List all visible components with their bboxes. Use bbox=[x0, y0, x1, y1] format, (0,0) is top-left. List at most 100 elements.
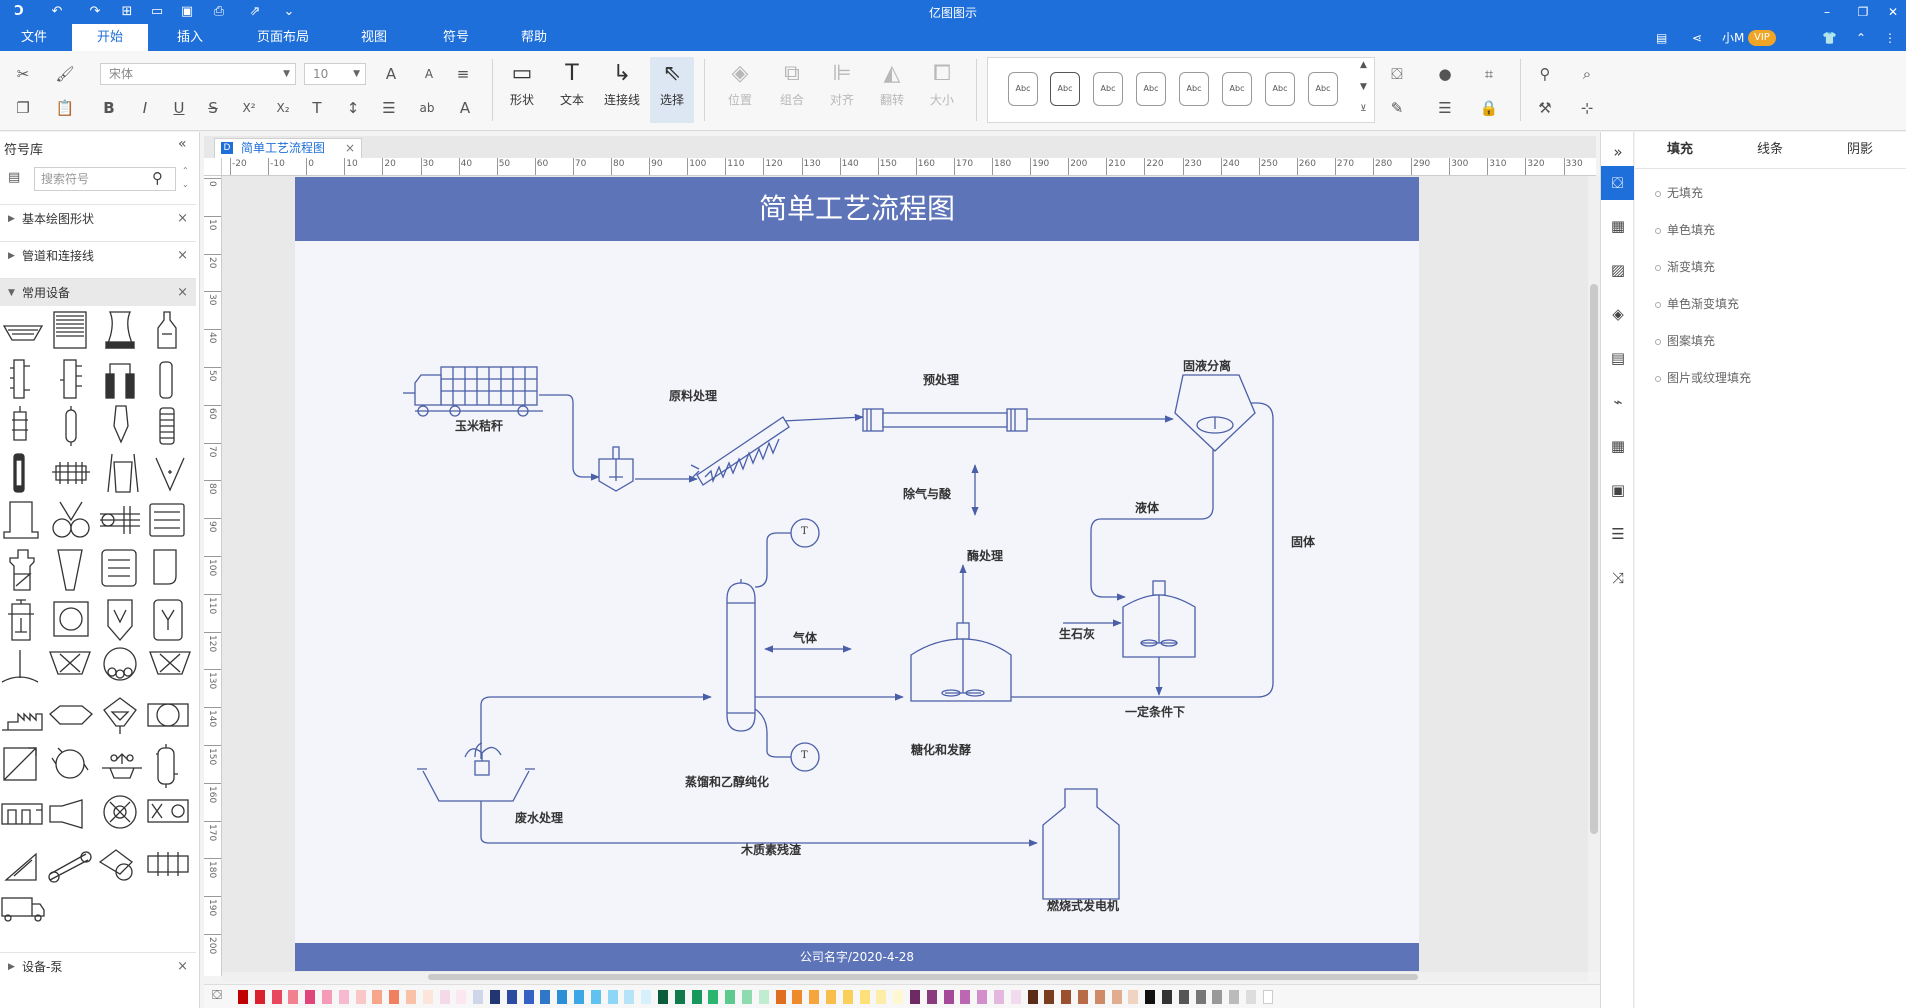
fill-panel-icon[interactable]: ⛋ bbox=[1601, 166, 1634, 200]
style-sample[interactable]: Abc bbox=[1179, 72, 1209, 106]
superscript-icon[interactable]: X² bbox=[242, 101, 256, 115]
undo-icon[interactable]: ↶ bbox=[51, 4, 63, 19]
open-icon[interactable]: ▭ bbox=[150, 4, 164, 19]
share-icon[interactable]: ⋖ bbox=[1692, 31, 1703, 45]
fill-option-solid[interactable]: 单色填充 bbox=[1655, 221, 1715, 238]
color-swatch[interactable] bbox=[1094, 990, 1105, 1004]
color-swatch[interactable] bbox=[355, 990, 366, 1004]
font-color-icon[interactable]: A bbox=[459, 99, 471, 117]
redo-icon[interactable]: ↷ bbox=[89, 4, 101, 19]
layout-icon[interactable]: ⊹ bbox=[1580, 99, 1594, 117]
color-swatch[interactable] bbox=[926, 990, 937, 1004]
label-raw-processing[interactable]: 原料处理 bbox=[669, 389, 718, 403]
color-swatch[interactable] bbox=[288, 990, 299, 1004]
style-sample[interactable]: Abc bbox=[1050, 72, 1080, 106]
fill-option-single-gradient[interactable]: 单色渐变填充 bbox=[1655, 295, 1739, 312]
save-icon[interactable]: ▣ bbox=[180, 4, 194, 19]
color-swatch[interactable] bbox=[624, 990, 635, 1004]
paste-icon[interactable]: 📋 bbox=[55, 99, 75, 117]
shuffle-icon[interactable]: ⤨ bbox=[1611, 569, 1624, 587]
vip-badge[interactable]: VIP bbox=[1748, 30, 1776, 46]
shape-button[interactable]: ▭ 形状 bbox=[500, 57, 544, 123]
library-common-equipment[interactable]: ▼ 常用设备 × bbox=[0, 278, 196, 306]
diagram-page[interactable]: 简单工艺流程图 bbox=[295, 177, 1419, 971]
search-input[interactable]: 搜索符号 bbox=[34, 167, 176, 191]
equipment-shape-grid[interactable] bbox=[0, 310, 196, 930]
connector-button[interactable]: ↳ 连接线 bbox=[600, 57, 644, 123]
table-icon[interactable]: ▦ bbox=[1610, 437, 1626, 455]
grow-font-icon[interactable]: A bbox=[385, 65, 397, 83]
user-name[interactable]: 小M bbox=[1722, 31, 1745, 45]
scroll-thumb[interactable] bbox=[1590, 284, 1598, 834]
page-icon[interactable]: ▤ bbox=[1610, 349, 1626, 367]
label-gas[interactable]: 气体 bbox=[793, 631, 818, 645]
color-swatch[interactable] bbox=[742, 990, 752, 1004]
cut-icon[interactable]: ✂ bbox=[16, 65, 30, 83]
color-swatch[interactable] bbox=[490, 990, 500, 1004]
shadow-icon[interactable]: ● bbox=[1438, 65, 1452, 83]
label-condition[interactable]: 一定条件下 bbox=[1125, 705, 1186, 719]
style-sample[interactable]: Abc bbox=[1308, 72, 1338, 106]
color-swatch[interactable] bbox=[1195, 990, 1206, 1004]
new-icon[interactable]: ⊞ bbox=[121, 4, 133, 19]
color-swatch[interactable] bbox=[607, 990, 618, 1004]
fill-option-pattern[interactable]: 图案填充 bbox=[1655, 332, 1715, 349]
label-degas-acid[interactable]: 除气与酸 bbox=[903, 487, 952, 501]
document-tab[interactable]: D 简单工艺流程图 × bbox=[214, 138, 362, 158]
scroll-thumb[interactable] bbox=[428, 974, 1418, 980]
diagram-title[interactable]: 简单工艺流程图 bbox=[295, 177, 1419, 241]
fill-bucket-icon[interactable]: ⛋ bbox=[1391, 65, 1403, 83]
color-swatch[interactable] bbox=[590, 990, 601, 1004]
close-library-icon[interactable]: × bbox=[177, 959, 188, 974]
close-icon[interactable]: ✕ bbox=[1887, 5, 1899, 19]
font-name-select[interactable]: 宋体▼ bbox=[100, 63, 296, 85]
subscript-icon[interactable]: X₂ bbox=[276, 101, 290, 115]
color-swatch[interactable] bbox=[842, 990, 853, 1004]
color-swatch[interactable] bbox=[456, 990, 467, 1004]
size-button[interactable]: ⧠ 大小 bbox=[920, 57, 964, 123]
color-swatch[interactable] bbox=[1162, 990, 1172, 1004]
data-icon[interactable]: ▣ bbox=[1610, 481, 1626, 499]
color-swatch[interactable] bbox=[372, 990, 383, 1004]
collapse-ribbon-icon[interactable]: ⌃ bbox=[1856, 31, 1867, 45]
close-library-icon[interactable]: × bbox=[177, 285, 188, 300]
color-swatch[interactable] bbox=[826, 990, 836, 1004]
scroll-down-icon[interactable]: ⌄ bbox=[182, 180, 189, 189]
color-swatch[interactable] bbox=[1010, 990, 1021, 1004]
library-pipes[interactable]: ▶ 管道和连接线 × bbox=[0, 241, 196, 269]
label-generator[interactable]: 燃烧式发电机 bbox=[1047, 899, 1120, 913]
color-swatch[interactable] bbox=[523, 990, 534, 1004]
color-swatch[interactable] bbox=[238, 990, 248, 1004]
horizontal-scrollbar[interactable] bbox=[222, 972, 1588, 982]
color-swatch[interactable] bbox=[977, 990, 988, 1004]
color-swatch[interactable] bbox=[1246, 990, 1256, 1004]
gallery-expand-icon[interactable]: ⊻ bbox=[1360, 104, 1367, 114]
color-swatch[interactable] bbox=[1027, 990, 1038, 1004]
vertical-scrollbar[interactable] bbox=[1588, 176, 1600, 972]
restore-icon[interactable]: ❐ bbox=[1857, 5, 1869, 19]
label-liquid[interactable]: 液体 bbox=[1135, 501, 1160, 515]
menu-symbol[interactable]: 符号 bbox=[442, 30, 469, 45]
gallery-down-icon[interactable]: ▼ bbox=[1360, 82, 1367, 92]
tab-line[interactable]: 线条 bbox=[1756, 142, 1783, 157]
gallery-up-icon[interactable]: ▲ bbox=[1360, 60, 1367, 70]
bullet-list-icon[interactable]: ☰ bbox=[382, 99, 396, 117]
color-swatch[interactable] bbox=[674, 990, 685, 1004]
color-swatch[interactable] bbox=[893, 990, 904, 1004]
italic-icon[interactable]: I bbox=[142, 99, 148, 117]
shrink-font-icon[interactable]: A bbox=[424, 67, 434, 81]
color-swatch[interactable] bbox=[338, 990, 349, 1004]
label-separation[interactable]: 固液分离 bbox=[1183, 359, 1232, 373]
fill-option-none[interactable]: 无填充 bbox=[1655, 184, 1703, 201]
flow-diagram[interactable] bbox=[295, 177, 1419, 971]
color-swatch[interactable] bbox=[574, 990, 584, 1004]
label-distillation[interactable]: 蒸馏和乙醇纯化 bbox=[685, 775, 770, 789]
color-swatch[interactable] bbox=[641, 990, 652, 1004]
bold-icon[interactable]: B bbox=[103, 99, 115, 117]
tools-icon[interactable]: ⚒ bbox=[1538, 99, 1552, 117]
color-swatch[interactable] bbox=[876, 990, 887, 1004]
image-icon[interactable]: ▨ bbox=[1610, 261, 1626, 279]
color-swatch[interactable] bbox=[389, 990, 400, 1004]
color-swatch[interactable] bbox=[305, 990, 316, 1004]
skin-icon[interactable]: 👕 bbox=[1822, 31, 1837, 45]
